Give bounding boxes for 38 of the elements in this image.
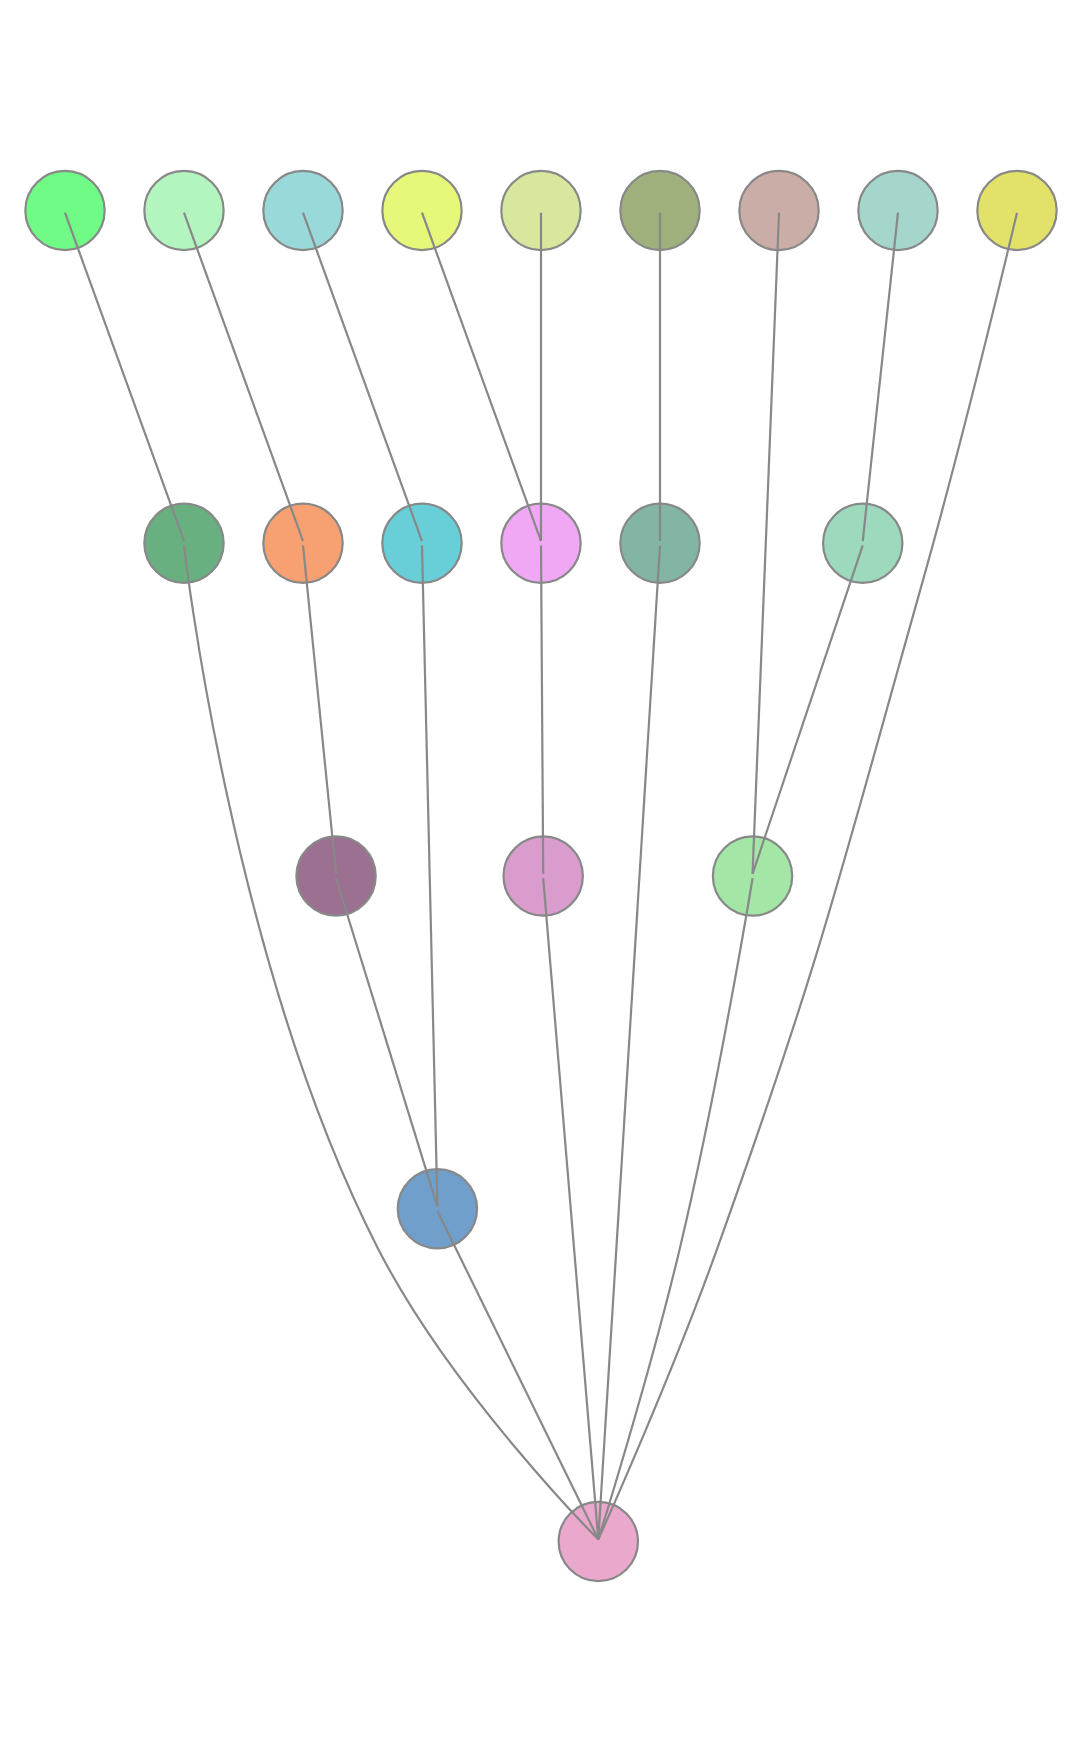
node-circle bbox=[738, 169, 820, 252]
node-circle bbox=[24, 169, 106, 252]
node-circle bbox=[381, 502, 463, 584]
node-circle bbox=[711, 835, 794, 917]
connector bbox=[182, 545, 600, 1541]
connector bbox=[751, 545, 864, 875]
connector bbox=[301, 545, 338, 874]
node-circle bbox=[502, 835, 584, 917]
node-circle bbox=[381, 169, 463, 252]
connector bbox=[182, 212, 305, 542]
connector bbox=[597, 878, 754, 1540]
node-circle bbox=[143, 502, 225, 584]
node-circle bbox=[557, 1500, 640, 1583]
connector bbox=[420, 212, 543, 542]
connector bbox=[301, 212, 424, 542]
connector bbox=[658, 212, 662, 542]
node-circle bbox=[396, 1168, 479, 1250]
connector bbox=[63, 212, 186, 542]
connector bbox=[751, 212, 781, 874]
connector bbox=[420, 545, 439, 1207]
connector bbox=[539, 545, 545, 874]
node-circle bbox=[857, 169, 939, 252]
node-circle bbox=[295, 835, 377, 917]
node-circle bbox=[619, 502, 701, 584]
node-circle bbox=[262, 502, 344, 584]
node-circle bbox=[262, 169, 344, 252]
node-circle bbox=[143, 169, 225, 252]
connector bbox=[335, 877, 439, 1207]
connector bbox=[542, 878, 600, 1540]
connector bbox=[597, 212, 1019, 1540]
node-circle bbox=[619, 169, 701, 252]
connector bbox=[861, 212, 900, 542]
connector bbox=[539, 212, 543, 542]
connector bbox=[436, 1210, 600, 1540]
node-circle bbox=[976, 169, 1058, 252]
node-circle bbox=[500, 169, 582, 252]
node-circle bbox=[500, 502, 582, 584]
node-circle bbox=[821, 502, 904, 584]
